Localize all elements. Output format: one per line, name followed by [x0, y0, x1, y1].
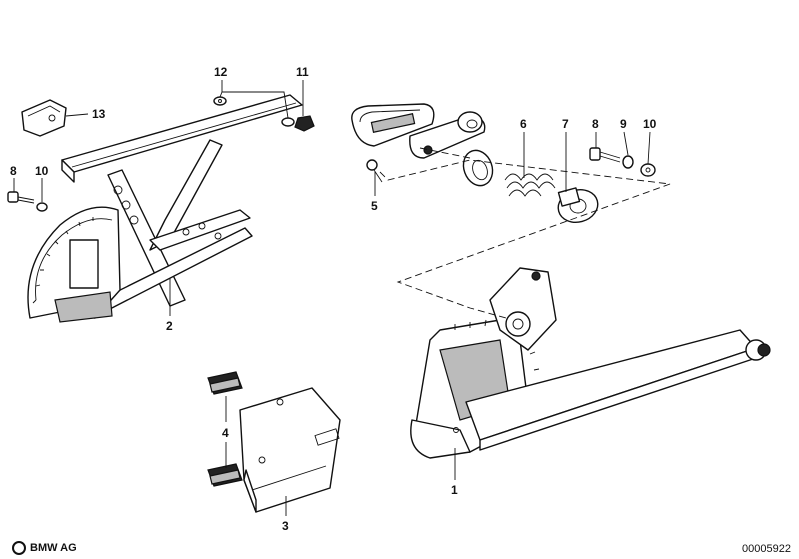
callout-8-left: 8	[10, 164, 17, 178]
callout-9: 9	[620, 117, 627, 131]
hardware-rail-end	[213, 96, 315, 132]
bolt-washer-left	[7, 191, 48, 212]
callout-1: 1	[451, 483, 458, 497]
copyright-circle-icon	[12, 541, 26, 555]
callout-10-right: 10	[643, 117, 657, 131]
bracket-part-3	[239, 387, 341, 513]
brand-mark: BMW AG	[12, 541, 77, 555]
callout-8-right: 8	[592, 117, 599, 131]
catalog-number: 00005922	[742, 543, 791, 555]
assembly-guide-lines	[379, 147, 671, 319]
crank-assembly	[351, 103, 656, 223]
callout-5: 5	[371, 199, 378, 213]
callout-3: 3	[282, 519, 289, 533]
window-regulator-main	[410, 267, 771, 459]
window-regulator-scissor	[27, 94, 303, 323]
callout-13: 13	[92, 107, 106, 121]
callout-2: 2	[166, 319, 173, 333]
clip-part-13	[21, 99, 67, 137]
callout-11: 11	[296, 65, 309, 79]
callout-labels: 1 2 3 4 5 6 7 8 9 10 8 10 11 12 13	[10, 65, 657, 533]
callout-6: 6	[520, 117, 527, 131]
callout-7: 7	[562, 117, 569, 131]
leader-lines	[13, 80, 651, 516]
brand-name: BMW AG	[30, 542, 77, 554]
clips-part-4	[207, 371, 243, 487]
callout-10-left: 10	[35, 164, 49, 178]
callout-12: 12	[214, 65, 228, 79]
callout-4: 4	[222, 426, 229, 440]
